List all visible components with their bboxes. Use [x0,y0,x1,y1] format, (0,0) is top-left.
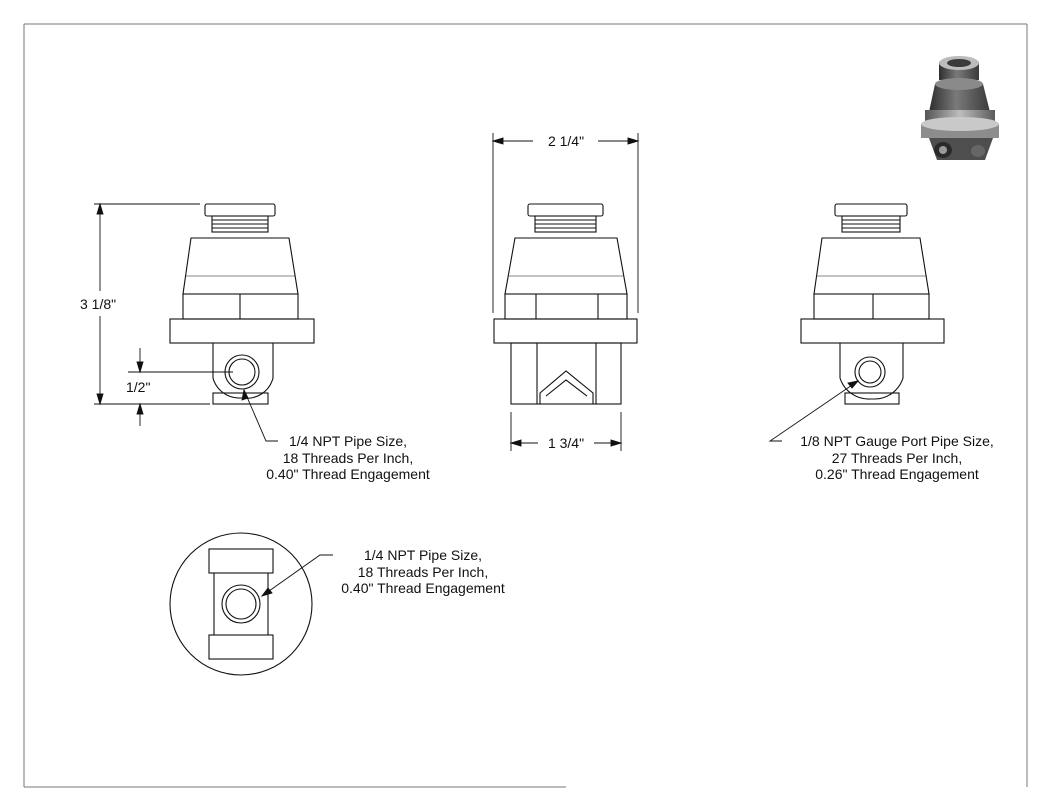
bottom-view [169,532,313,676]
svg-text:1/4 NPT Pipe Size,: 1/4 NPT Pipe Size, [364,547,482,563]
inlet-port-leader [241,388,278,442]
gauge-port-note: 1/8 NPT Gauge Port Pipe Size, 27 Threads… [800,433,994,482]
port-offset-label: 1/2" [126,379,150,395]
svg-text:27 Threads Per Inch,: 27 Threads Per Inch, [832,450,962,466]
overall-height-label: 3 1/8" [80,296,116,312]
base-width-label: 1 3/4" [548,435,584,451]
svg-text:0.26" Thread Engagement: 0.26" Thread Engagement [815,466,979,482]
gauge-port-leader [768,380,860,442]
sheet-frame [23,23,1028,788]
bottom-port-note: 1/4 NPT Pipe Size, 18 Threads Per Inch, … [341,547,505,596]
svg-text:1/8 NPT Gauge Port Pipe Size,: 1/8 NPT Gauge Port Pipe Size, [800,433,994,449]
svg-text:18 Threads Per Inch,: 18 Threads Per Inch, [358,564,488,580]
svg-text:0.40" Thread Engagement: 0.40" Thread Engagement [341,580,505,596]
left-side-view [169,203,315,405]
isometric-render [921,56,999,160]
svg-text:1/4 NPT Pipe Size,: 1/4 NPT Pipe Size, [289,433,407,449]
center-dimensions [491,133,640,451]
overall-width-label: 2 1/4" [548,133,584,149]
svg-text:18 Threads Per Inch,: 18 Threads Per Inch, [283,450,413,466]
bottom-port-leader [260,554,333,597]
right-side-view [800,203,945,405]
svg-text:0.40" Thread Engagement: 0.40" Thread Engagement [266,466,430,482]
inlet-port-note: 1/4 NPT Pipe Size, 18 Threads Per Inch, … [266,433,430,482]
center-front-view [493,203,638,405]
height-dimension [94,202,233,426]
